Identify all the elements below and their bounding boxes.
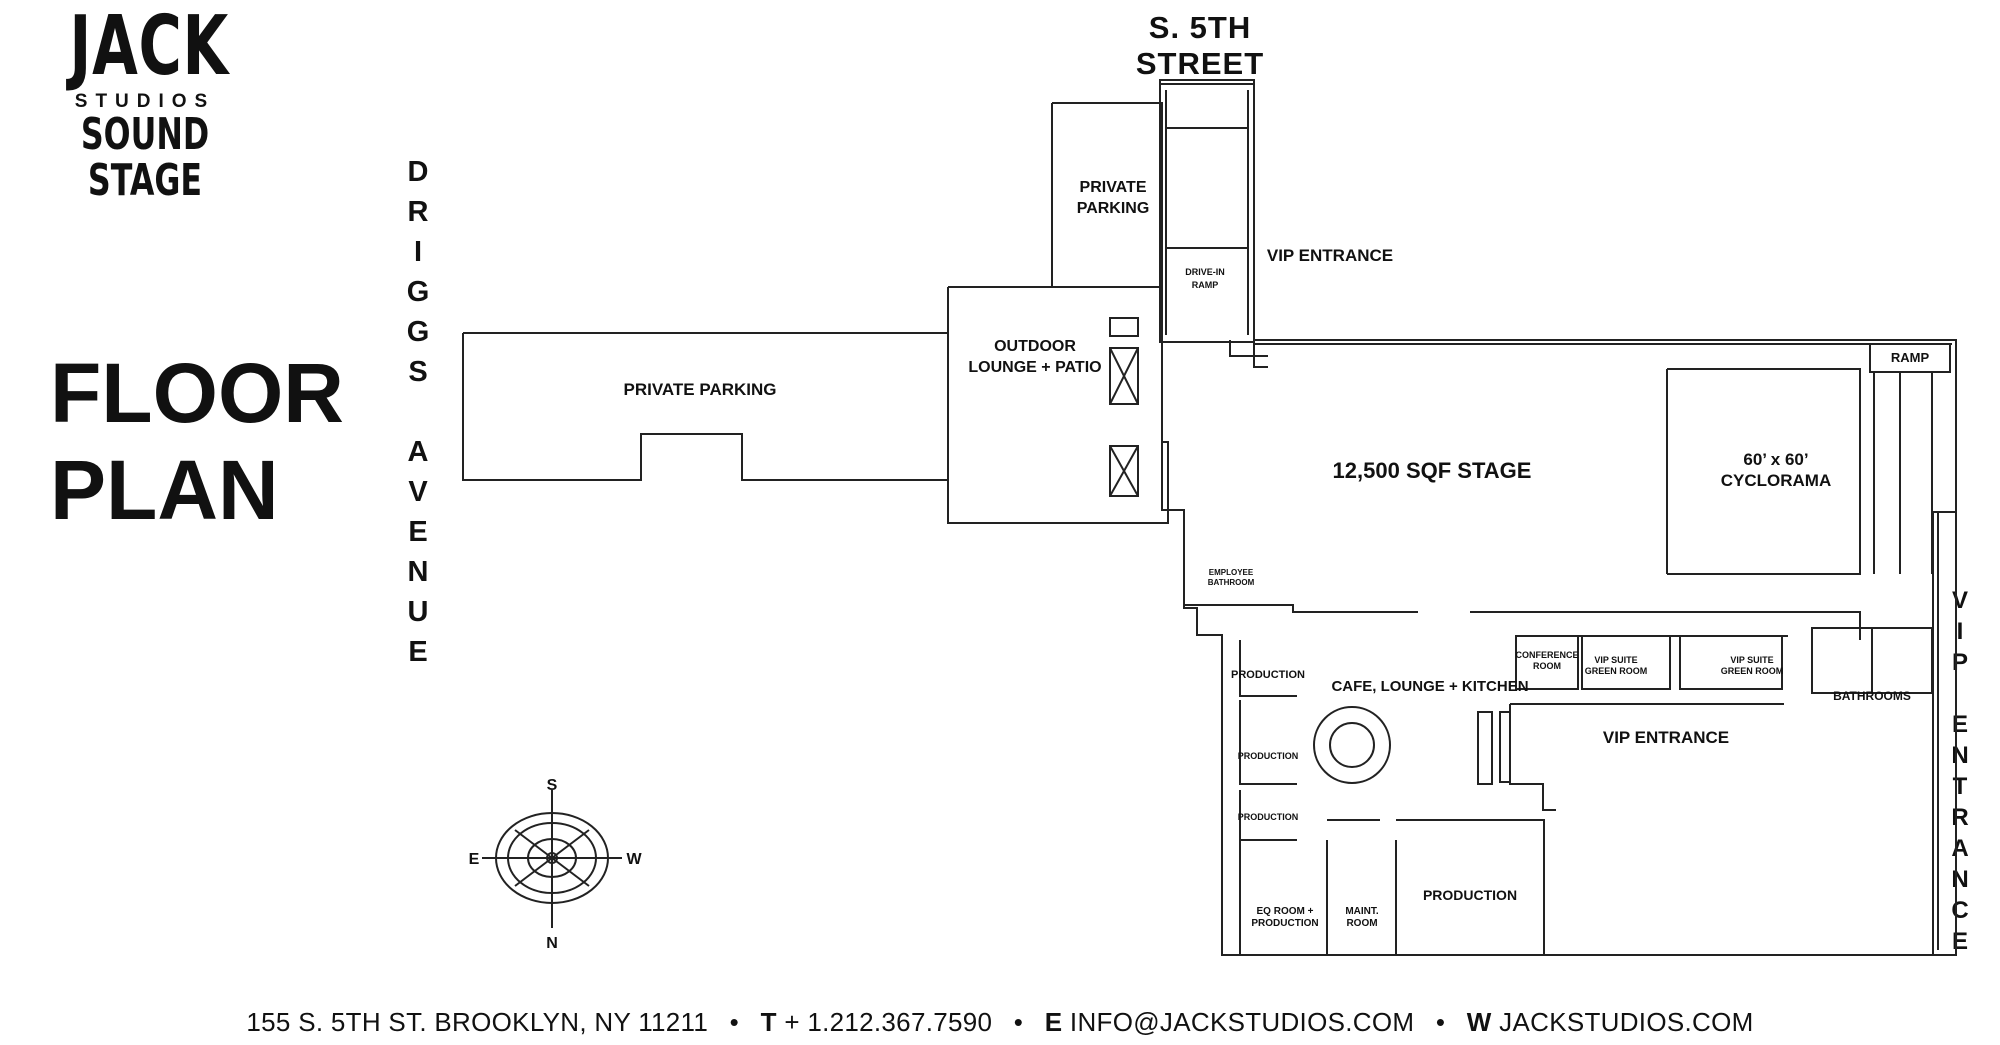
drive-in-ramp-outline	[1159, 79, 1255, 343]
vertical-letter: I	[413, 236, 423, 268]
vertical-letter: D	[407, 156, 429, 188]
production-large-label: PRODUCTION	[1423, 887, 1517, 903]
logo-sound-stage-text: SOUND STAGE	[80, 109, 210, 206]
conference-room-label-1: CONFERENCE	[1515, 650, 1578, 660]
footer-contact: 155 S. 5TH ST. BROOKLYN, NY 11211 • T + …	[0, 1007, 2000, 1038]
drive-in-ramp-label-1: DRIVE-IN	[1185, 267, 1225, 277]
vip-suite-a-label-1: VIP SUITE	[1594, 655, 1637, 665]
vertical-letter: V	[408, 476, 428, 508]
compass-w-label: W	[626, 851, 642, 868]
ramp-outline	[1869, 343, 1951, 373]
vertical-letter: E	[408, 636, 428, 668]
footer-separator: •	[1435, 1007, 1446, 1037]
logo-jack-text: JACK	[69, 0, 230, 94]
vertical-letter: I	[1956, 618, 1964, 645]
production-label-1: PRODUCTION	[1231, 669, 1305, 681]
bathrooms-label: BATHROOMS	[1833, 689, 1911, 703]
compass-s-label: S	[547, 777, 558, 794]
private-parking-top-label-2: PARKING	[1077, 200, 1150, 217]
footer-website[interactable]: JACKSTUDIOS.COM	[1499, 1007, 1754, 1037]
compass-icon	[482, 790, 622, 928]
vip-suite-b-label-1: VIP SUITE	[1730, 655, 1773, 665]
logo-studios-text: STUDIOS	[74, 91, 216, 112]
conference-room-label-2: ROOM	[1533, 661, 1561, 671]
eq-room-label-1: EQ ROOM +	[1257, 906, 1314, 917]
vertical-letter: G	[406, 316, 430, 348]
vertical-letter: N	[407, 556, 429, 588]
footer-phone[interactable]: + 1.212.367.7590	[784, 1007, 993, 1037]
vip-entrance-top-label: VIP ENTRANCE	[1267, 246, 1393, 265]
footer-web-key: W	[1466, 1007, 1492, 1037]
outdoor-lounge-label-1: OUTDOOR	[994, 338, 1076, 355]
private-parking-top-label-1: PRIVATE	[1080, 179, 1147, 196]
vip-suite-b-outline	[1679, 635, 1783, 690]
street-label-top: S. 5TH STREET	[1135, 10, 1265, 81]
employee-bathroom-label-2: BATHROOM	[1208, 578, 1255, 587]
vertical-letter: G	[406, 276, 430, 308]
private-parking-label: PRIVATE PARKING	[623, 380, 776, 399]
vertical-letter: R	[407, 196, 429, 228]
footer-phone-key: T	[760, 1007, 777, 1037]
footer-email-key: E	[1044, 1007, 1063, 1037]
maint-room-label-2: ROOM	[1346, 918, 1377, 929]
ramp-label: RAMP	[1891, 350, 1930, 365]
production-label-2: PRODUCTION	[1238, 751, 1299, 761]
floor-plan-title: FLOOR PLAN	[50, 345, 344, 539]
drive-in-ramp-label-2: RAMP	[1192, 280, 1219, 290]
production-label-3: PRODUCTION	[1238, 812, 1299, 822]
vip-suite-a-outline	[1581, 635, 1671, 690]
footer-email[interactable]: INFO@JACKSTUDIOS.COM	[1069, 1007, 1415, 1037]
vip-entrance-mid-label: VIP ENTRANCE	[1603, 728, 1729, 747]
footer-address: 155 S. 5TH ST. BROOKLYN, NY 11211	[246, 1007, 709, 1037]
vip-suite-b-label-2: GREEN ROOM	[1721, 666, 1784, 676]
vertical-letter: A	[407, 436, 429, 468]
main-building-outline	[1161, 339, 1957, 956]
jack-studios-logo: JACK STUDIOS SOUND STAGE	[40, 4, 250, 204]
compass-e-label: E	[469, 851, 480, 868]
private-parking-outline	[462, 332, 949, 481]
vertical-letter: S	[408, 356, 428, 388]
footer-separator: •	[1013, 1007, 1024, 1037]
private-parking-top-outline	[1051, 102, 1163, 288]
cyclorama-label-2: CYCLORAMA	[1721, 471, 1832, 490]
title-line-2: PLAN	[50, 443, 279, 537]
footer-separator: •	[729, 1007, 740, 1037]
vip-suite-a-label-2: GREEN ROOM	[1585, 666, 1648, 676]
title-line-1: FLOOR	[50, 346, 344, 440]
cyclorama-outline	[1667, 368, 1861, 575]
cafe-label: CAFE, LOUNGE + KITCHEN	[1331, 678, 1528, 695]
maint-room-label-1: MAINT.	[1345, 906, 1379, 917]
employee-bathroom-label-1: EMPLOYEE	[1209, 568, 1254, 577]
outdoor-lounge-label-2: LOUNGE + PATIO	[968, 359, 1101, 376]
compass-n-label: N	[546, 935, 558, 952]
cafe-round-counter	[1313, 706, 1391, 784]
stage-label: 12,500 SQF STAGE	[1333, 458, 1532, 483]
conference-room-outline	[1515, 635, 1579, 690]
vertical-letter: U	[407, 596, 429, 628]
eq-room-label-2: PRODUCTION	[1251, 918, 1318, 929]
cyclorama-label-1: 60’ x 60’	[1743, 450, 1808, 469]
vertical-letter: E	[408, 516, 428, 548]
